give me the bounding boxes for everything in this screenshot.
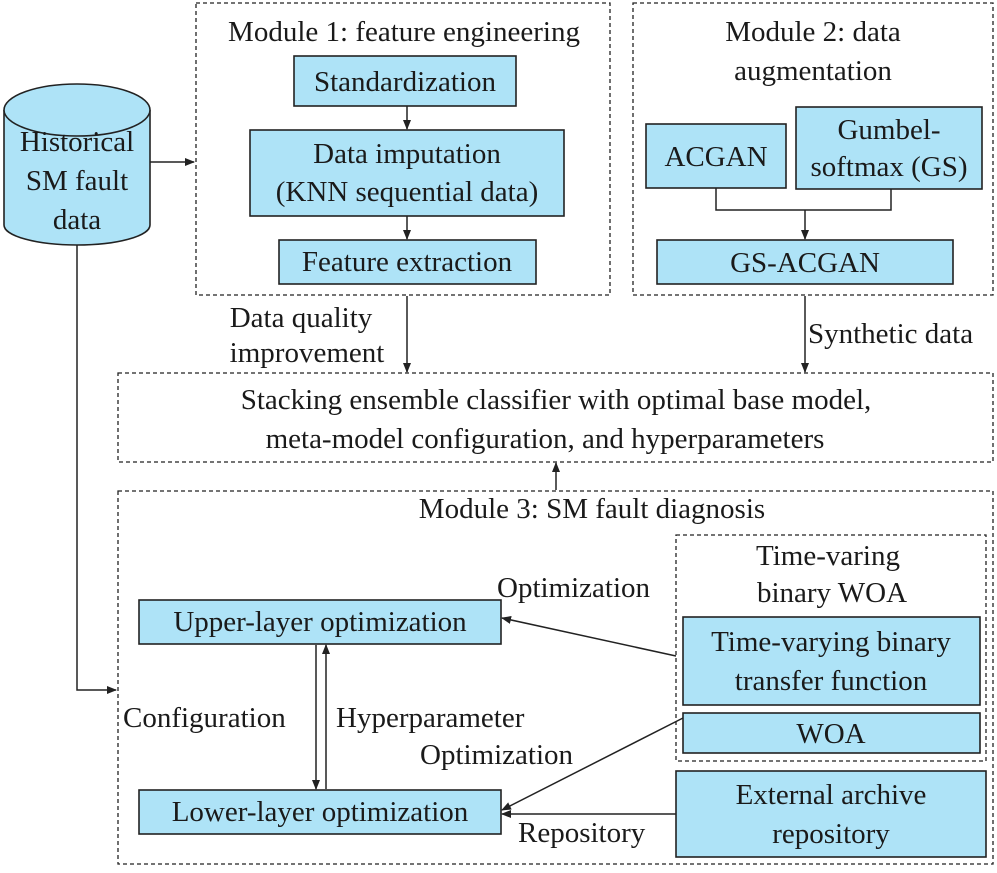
stacking-line2: meta-model configuration, and hyperparam… — [266, 423, 825, 455]
tvbtf-box — [682, 616, 981, 706]
arrow-cylinder-to-module3 — [76, 245, 117, 694]
archive-line2: repository — [772, 818, 890, 850]
data-imputation-box — [249, 129, 565, 217]
upper-layer-label: Upper-layer optimization — [173, 606, 467, 638]
tvbwoa-title-line2: binary WOA — [757, 577, 907, 609]
tvbtf-line2: transfer function — [735, 665, 928, 697]
woa-label: WOA — [796, 718, 865, 750]
module-3-frame — [117, 490, 994, 865]
upper-layer-box — [138, 599, 502, 645]
hyperparameter-label: Hyperparameter — [336, 702, 525, 734]
module-1-frame — [195, 2, 611, 296]
external-archive-box — [675, 770, 987, 858]
tvbwoa-title-line1: Time-varing — [756, 540, 900, 572]
arrow-woa-to-lower — [501, 717, 684, 811]
arrow-tvbwoa-to-upper — [501, 616, 677, 657]
optimization-mid-label: Optimization — [420, 739, 574, 771]
data-quality-label-line2: improvement — [230, 337, 385, 369]
acgan-label: ACGAN — [664, 141, 767, 173]
data-imputation-line1: Data imputation — [313, 138, 501, 170]
historical-line1: Historical — [20, 126, 134, 158]
historical-line3: data — [53, 204, 101, 236]
stacking-line1: Stacking ensemble classifier with optima… — [241, 384, 872, 416]
repository-label: Repository — [518, 817, 646, 849]
standardization-box — [293, 55, 517, 107]
lower-layer-label: Lower-layer optimization — [172, 796, 469, 828]
feature-extraction-box — [278, 239, 537, 285]
gumbel-line1: Gumbel- — [837, 114, 940, 146]
data-quality-label-line1: Data quality — [230, 302, 373, 334]
connector-acgan-gumbel — [715, 188, 892, 211]
historical-data-cylinder: Historical SM fault data — [3, 83, 151, 246]
module-1-title: Module 1: feature engineering — [228, 16, 580, 48]
optimization-top-label: Optimization — [497, 572, 651, 604]
synthetic-data-label: Synthetic data — [808, 318, 973, 350]
module-2-title-line2: augmentation — [734, 55, 892, 87]
module-3-title: Module 3: SM fault diagnosis — [419, 493, 765, 525]
archive-line1: External archive — [736, 779, 927, 811]
historical-line2: SM fault — [26, 165, 128, 197]
gumbel-line2: softmax (GS) — [810, 151, 967, 183]
configuration-label: Configuration — [123, 702, 286, 734]
feature-extraction-label: Feature extraction — [302, 246, 513, 278]
tvbwoa-frame — [675, 534, 987, 762]
gs-acgan-box — [656, 239, 954, 285]
woa-box — [682, 712, 981, 754]
gs-acgan-label: GS-ACGAN — [730, 247, 880, 279]
lower-layer-box — [138, 789, 502, 835]
data-imputation-line2: (KNN sequential data) — [276, 176, 539, 208]
module-2-title-line1: Module 2: data — [725, 16, 901, 48]
module-2-frame — [632, 2, 994, 296]
tvbtf-line1: Time-varying binary — [711, 626, 951, 658]
standardization-label: Standardization — [314, 66, 497, 98]
gumbel-softmax-box — [795, 106, 983, 190]
